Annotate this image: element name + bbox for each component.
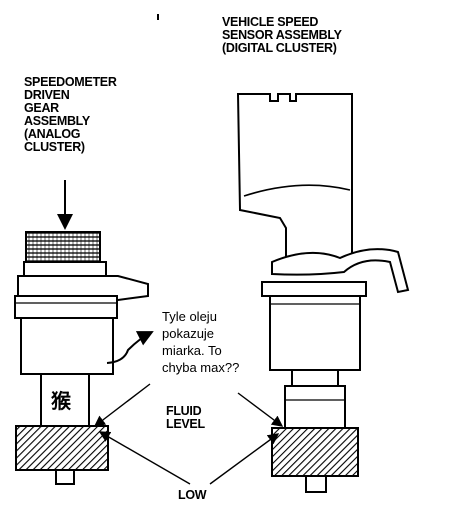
annotation-wire — [106, 331, 154, 364]
fluid-level-arrow — [237, 392, 284, 427]
cap-collar — [23, 261, 107, 277]
low-label: LOW — [178, 488, 207, 502]
right-hatched-gear — [271, 427, 359, 477]
speedometer-label: SPEEDOMETER DRIVEN GEAR ASSEMBLY (ANALOG… — [24, 75, 117, 154]
connector-cable — [271, 248, 410, 294]
sensor-housing — [269, 295, 361, 371]
left-shaft — [55, 469, 75, 485]
sensor-waist — [291, 369, 339, 387]
speed-sensor-assembly — [236, 93, 410, 493]
low-arrow-right — [209, 433, 280, 485]
gear-stem — [40, 373, 90, 427]
sensor-upper-body — [236, 93, 353, 263]
left-hatched-gear — [15, 425, 109, 471]
note-arrow — [93, 383, 151, 427]
low-arrow-left — [98, 431, 191, 485]
annotation-note: Tyle oleju pokazuje miarka. To chyba max… — [162, 309, 240, 375]
lower-housing — [20, 317, 114, 375]
vss-label: VEHICLE SPEED SENSOR ASSEMBLY (DIGITAL C… — [222, 15, 342, 55]
sensor-neck — [284, 385, 346, 429]
speedometer-gear-assembly — [14, 231, 149, 485]
fluid-level-label: FLUID LEVEL — [166, 404, 205, 431]
right-shaft — [305, 475, 327, 493]
main-disc — [14, 295, 118, 319]
stamp-glyph: 猴 — [51, 389, 71, 413]
sensor-collar — [261, 281, 367, 297]
